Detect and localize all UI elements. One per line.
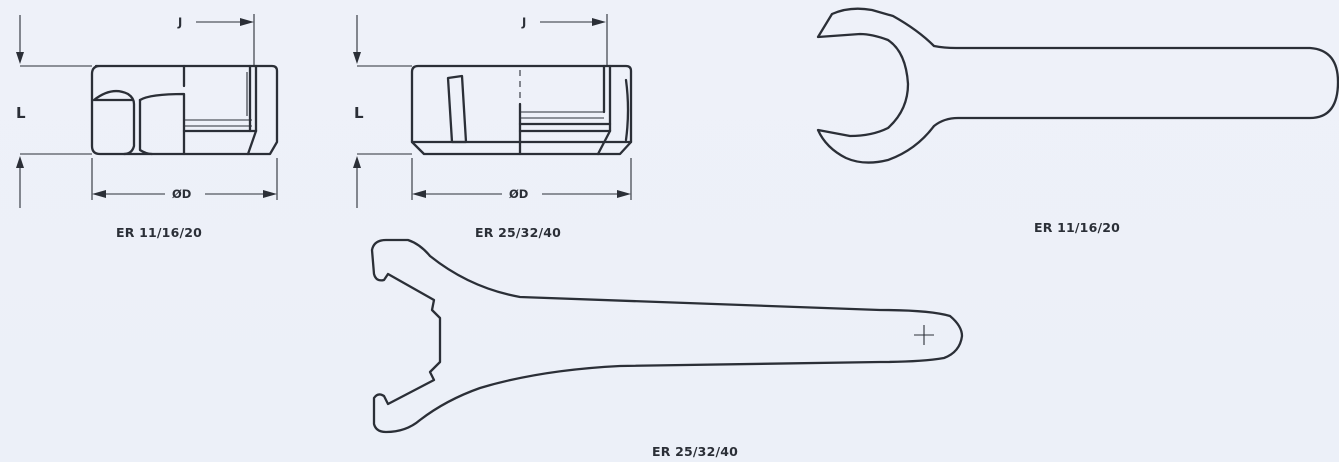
nut-large-diameter-label: ØD — [509, 187, 528, 201]
nut-small-depth-label: J — [177, 15, 182, 29]
wrench-hook-caption: ER 25/32/40 — [652, 444, 738, 459]
nut-large-caption: ER 25/32/40 — [475, 225, 561, 240]
nut-large-depth-label: J — [521, 15, 526, 29]
wrench-open-end-drawing: ER 11/16/20 — [816, 7, 1339, 235]
nut-small-diameter-label: ØD — [172, 187, 191, 201]
nut-large-drawing: L J ØD ER 25/32/40 — [353, 14, 633, 240]
wrench-open-caption: ER 11/16/20 — [1034, 220, 1120, 235]
nut-small-drawing: L J ØD ER 11/16/20 — [16, 14, 279, 240]
nut-large-length-label: L — [354, 104, 364, 122]
nut-small-length-label: L — [16, 104, 26, 122]
wrench-hook-drawing: ER 25/32/40 — [370, 238, 964, 459]
nut-small-caption: ER 11/16/20 — [116, 225, 202, 240]
